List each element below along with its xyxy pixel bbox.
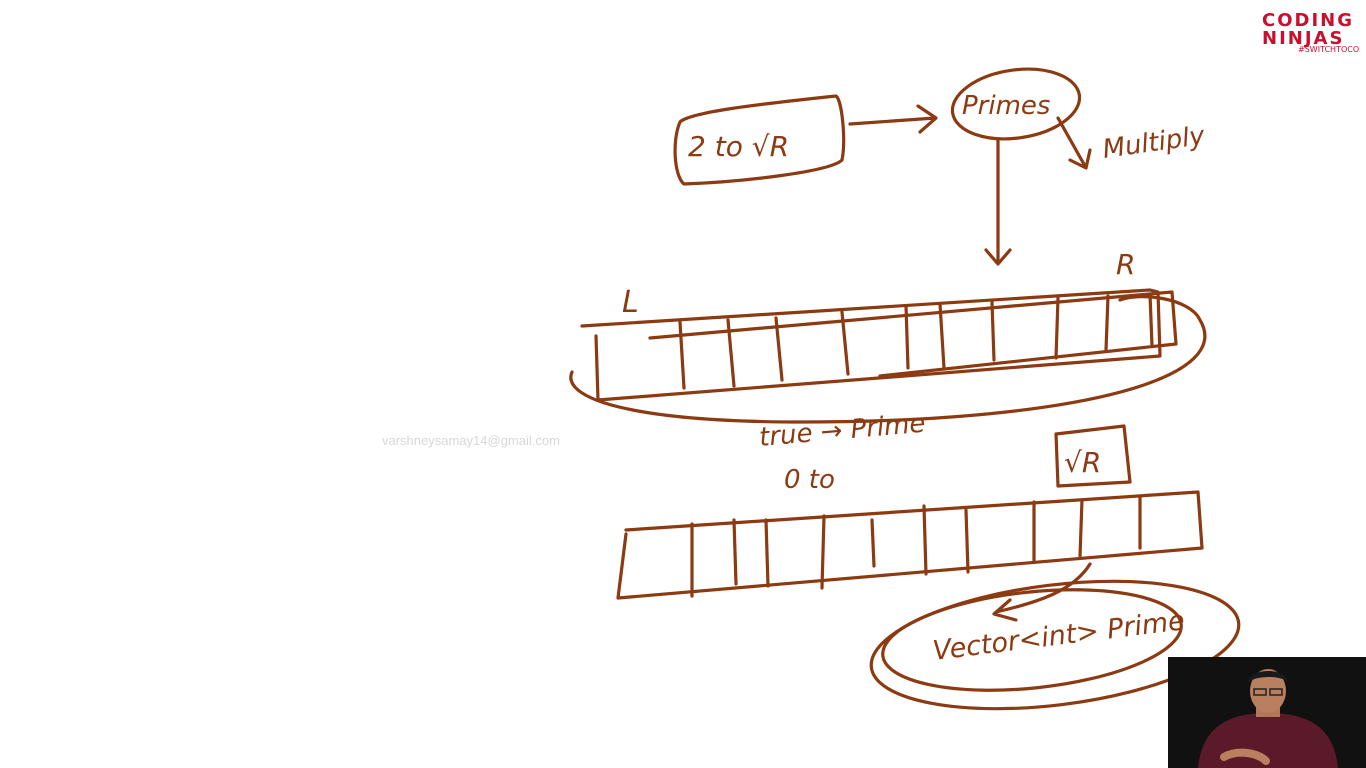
- sieve-array-0-to-sqrt-r: [616, 490, 1204, 600]
- segment-array-l-to-r: [569, 288, 1207, 424]
- primes-bubble: Primes: [950, 67, 1082, 141]
- presenter-figure: [1168, 657, 1366, 768]
- label-l: L: [622, 285, 639, 320]
- sqrt-r-text: √R: [1064, 446, 1101, 479]
- sqrt-r-box: √R: [1054, 424, 1132, 488]
- primes-text: Primes: [962, 91, 1050, 121]
- arrow-primes-down: [984, 138, 1012, 266]
- arrow-to-vector: [992, 562, 1092, 622]
- logo-line2: NINJAS: [1262, 28, 1344, 49]
- zero-to-text: 0 to: [784, 465, 835, 495]
- email-watermark: varshneysamay14@gmail.com: [382, 433, 560, 448]
- arrow-to-multiply: [1056, 116, 1092, 170]
- range-box: 2 to √R: [673, 94, 846, 186]
- arrow-range-to-primes: [848, 104, 938, 134]
- logo-line1: CODING: [1262, 10, 1354, 31]
- webcam-overlay: [1168, 657, 1366, 768]
- range-box-text: 2 to √R: [688, 130, 789, 163]
- coding-ninjas-logo: CODING NINJAS #SWITCHTOCODE: [1262, 10, 1360, 54]
- logo-tagline: #SWITCHTOCODE: [1298, 45, 1360, 54]
- label-r: R: [1116, 248, 1135, 281]
- true-prime-text: true → Prime: [758, 409, 927, 453]
- multiply-text: Multiply: [1101, 121, 1207, 165]
